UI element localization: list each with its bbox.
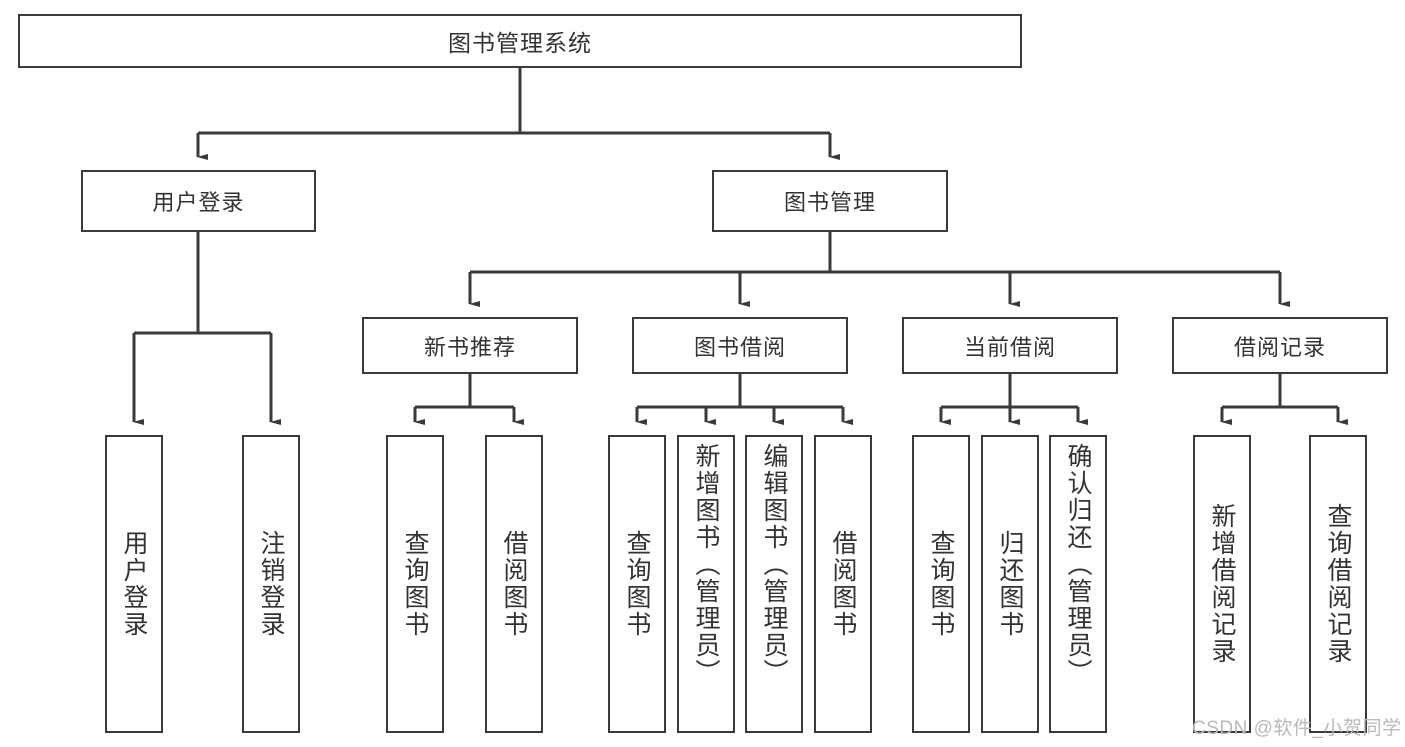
leaf-book-borrow-borrow[interactable]: 借阅图书	[814, 435, 872, 733]
leaf-label: 编辑图书（管理员）	[760, 443, 788, 686]
leaf-label: 归还图书	[996, 530, 1024, 638]
node-book-borrow[interactable]: 图书借阅	[632, 317, 848, 374]
node-label: 借阅记录	[1233, 334, 1326, 360]
leaf-label: 查询图书	[401, 530, 429, 638]
leaf-label: 新增借阅记录	[1208, 503, 1236, 665]
node-book-management[interactable]: 图书管理	[712, 170, 948, 232]
leaf-label: 借阅图书	[500, 530, 528, 638]
node-current-borrow[interactable]: 当前借阅	[902, 317, 1118, 374]
leaf-book-borrow-edit[interactable]: 编辑图书（管理员）	[745, 435, 803, 733]
leaf-label: 查询图书	[623, 530, 651, 638]
leaf-new-book-borrow[interactable]: 借阅图书	[485, 435, 543, 733]
node-label: 图书借阅	[693, 334, 786, 360]
leaf-book-borrow-query[interactable]: 查询图书	[608, 435, 666, 733]
leaf-borrow-record-add[interactable]: 新增借阅记录	[1193, 435, 1251, 733]
leaf-label: 新增图书（管理员）	[692, 443, 720, 686]
node-label: 图书管理系统	[448, 30, 592, 56]
leaf-user-login-signin[interactable]: 用户登录	[105, 435, 163, 733]
leaf-label: 查询借阅记录	[1324, 503, 1352, 665]
node-label: 新书推荐	[423, 334, 516, 360]
leaf-label: 借阅图书	[829, 530, 857, 638]
node-label: 用户登录	[152, 190, 245, 215]
leaf-new-book-query[interactable]: 查询图书	[386, 435, 444, 733]
leaf-label: 确认归还（管理员）	[1064, 443, 1092, 686]
leaf-label: 注销登录	[257, 530, 285, 638]
leaf-user-login-logout[interactable]: 注销登录	[242, 435, 300, 733]
leaf-book-borrow-add[interactable]: 新增图书（管理员）	[677, 435, 735, 733]
leaf-label: 查询图书	[927, 530, 955, 638]
node-label: 图书管理	[783, 190, 876, 215]
leaf-current-borrow-return[interactable]: 归还图书	[981, 435, 1039, 733]
csdn-watermark: CSDN @软件_小贺同学	[1192, 718, 1402, 739]
node-new-book-recommend[interactable]: 新书推荐	[362, 317, 578, 374]
node-borrow-record[interactable]: 借阅记录	[1172, 317, 1388, 374]
leaf-borrow-record-query[interactable]: 查询借阅记录	[1309, 435, 1367, 733]
leaf-current-borrow-query[interactable]: 查询图书	[912, 435, 970, 733]
leaf-label: 用户登录	[120, 530, 148, 638]
node-root-system[interactable]: 图书管理系统	[18, 14, 1022, 68]
node-label: 当前借阅	[963, 334, 1056, 360]
node-user-login[interactable]: 用户登录	[81, 170, 316, 232]
leaf-current-borrow-confirm-return[interactable]: 确认归还（管理员）	[1049, 435, 1107, 733]
